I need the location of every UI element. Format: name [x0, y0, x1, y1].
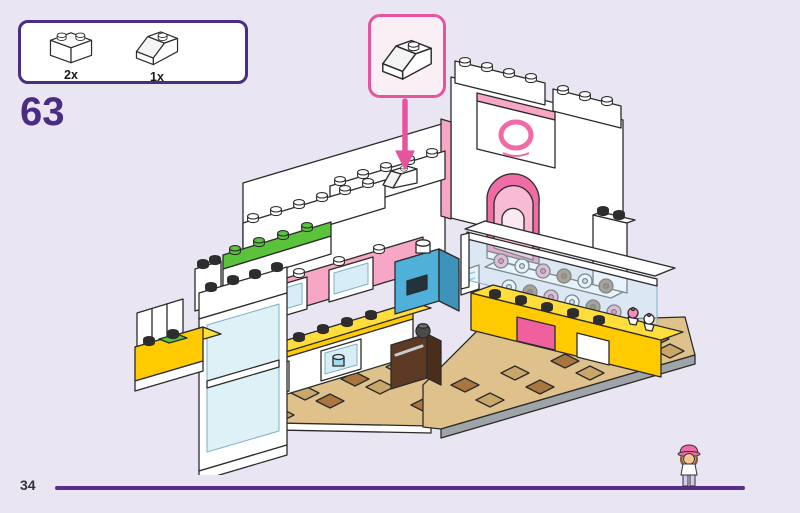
new-part-callout: [368, 14, 446, 98]
part-item-slope: 1x: [129, 21, 185, 84]
progress-minifigure: [677, 444, 701, 487]
guide-arrow: [395, 98, 415, 170]
part-quantity: 2x: [64, 67, 78, 82]
progress-line: [55, 486, 745, 490]
glass-door: [194, 255, 288, 475]
minifig-head: [683, 453, 695, 465]
donut-counter: [470, 284, 684, 378]
page-number: 34: [20, 477, 36, 493]
part-quantity: 1x: [150, 69, 164, 84]
minifig-leg: [682, 474, 689, 487]
bakery-sign: [476, 92, 556, 169]
cupcake: [643, 312, 655, 332]
oven: [390, 333, 442, 390]
minifig-leg: [689, 474, 696, 487]
bakery-model-illustration: [134, 57, 696, 475]
minifig-torso: [680, 463, 698, 476]
brick-1x2-icon: [43, 23, 99, 67]
walkway: [134, 298, 222, 392]
step-number: 63: [20, 90, 65, 134]
cupcake: [627, 306, 639, 326]
cabinet-door: [576, 332, 610, 366]
part-item-brick: 2x: [43, 23, 99, 82]
parts-panel: 2x 1x: [18, 20, 248, 84]
pink-drawer: [516, 316, 556, 351]
new-slope-piece: [382, 165, 418, 189]
